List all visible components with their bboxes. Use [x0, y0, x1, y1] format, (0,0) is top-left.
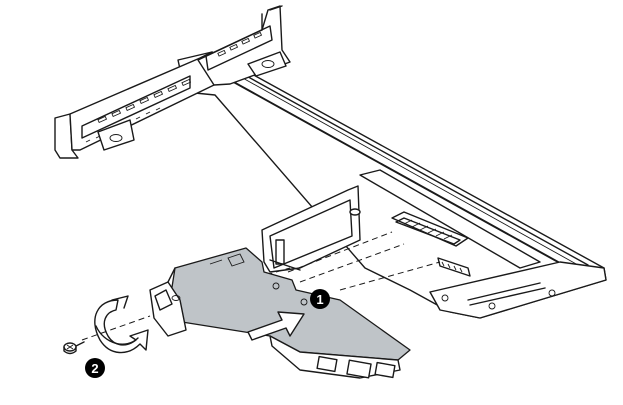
expansion-card-pcb: [169, 247, 411, 361]
screw-icon: [63, 341, 85, 355]
callout-1: 1: [310, 289, 330, 309]
callout-2-number: 2: [91, 361, 98, 376]
callout-1-number: 1: [316, 292, 323, 307]
vent-slots-left: [97, 78, 192, 124]
riser-cage: [54, 5, 607, 319]
riser-slot-bracket: [261, 185, 361, 273]
expansion-card: [149, 247, 411, 379]
callout-2: 2: [85, 358, 105, 378]
pcie-connector: [391, 211, 471, 277]
vent-slots-right: [217, 31, 263, 57]
insert-arrow-icon: [247, 311, 305, 341]
alignment-guides: [81, 231, 441, 341]
rotate-arrow-icon: [94, 295, 149, 354]
